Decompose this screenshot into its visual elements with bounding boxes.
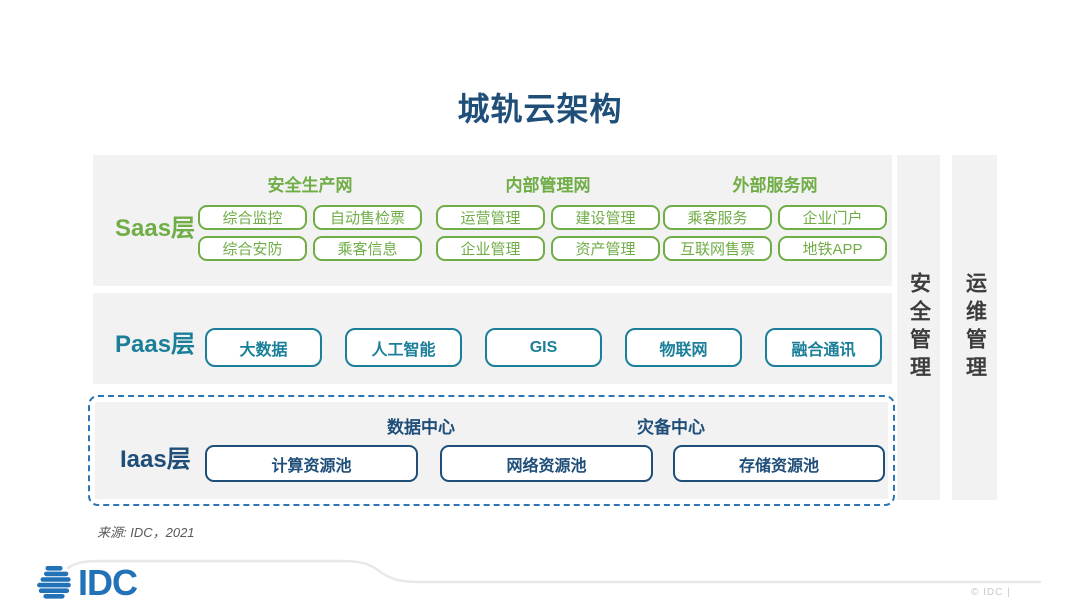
iaas-dashed-border: Iaas层 数据中心 灾备中心 计算资源池 网络资源池 存储资源池 bbox=[88, 395, 895, 506]
saas-node: 建设管理 bbox=[551, 205, 660, 230]
idc-logo: IDC bbox=[36, 562, 138, 603]
saas-node: 乘客服务 bbox=[663, 205, 772, 230]
saas-group-title: 安全生产网 bbox=[267, 176, 353, 195]
saas-node: 运营管理 bbox=[436, 205, 545, 230]
paas-layer-label: Paas层 bbox=[115, 331, 196, 358]
saas-node: 乘客信息 bbox=[313, 236, 422, 261]
saas-group-grid: 运营管理 建设管理 企业管理 资产管理 bbox=[436, 205, 660, 261]
sidebar-security-management-label: 安全管理 bbox=[907, 271, 931, 384]
iaas-disaster-recovery-center-label: 灾备中心 bbox=[637, 418, 705, 437]
iaas-node: 存储资源池 bbox=[673, 445, 885, 482]
paas-layer-panel: Paas层 大数据 人工智能 GIS 物联网 融合通讯 bbox=[93, 293, 892, 384]
saas-node: 企业管理 bbox=[436, 236, 545, 261]
iaas-node: 网络资源池 bbox=[440, 445, 653, 482]
saas-node: 互联网售票 bbox=[663, 236, 772, 261]
source-note: 来源: IDC，2021 bbox=[97, 525, 195, 540]
iaas-layer-label: Iaas层 bbox=[120, 446, 191, 473]
saas-group-internal-management-network: 内部管理网 运营管理 建设管理 企业管理 资产管理 bbox=[436, 171, 660, 261]
saas-group-grid: 综合监控 自动售检票 综合安防 乘客信息 bbox=[198, 205, 422, 261]
paas-node: 融合通讯 bbox=[765, 328, 882, 367]
saas-layer-label: Saas层 bbox=[115, 215, 196, 242]
sidebar-security-management: 安全管理 bbox=[897, 155, 940, 500]
paas-node: GIS bbox=[485, 328, 602, 367]
paas-node: 大数据 bbox=[205, 328, 322, 367]
saas-group-title: 内部管理网 bbox=[505, 176, 591, 195]
saas-node: 地铁APP bbox=[778, 236, 887, 261]
footer-swoosh-line bbox=[66, 559, 1042, 584]
sidebar-operations-management-label: 运维管理 bbox=[963, 271, 987, 384]
paas-node: 人工智能 bbox=[345, 328, 462, 367]
saas-group-external-service-network: 外部服务网 乘客服务 企业门户 互联网售票 地铁APP bbox=[663, 171, 887, 261]
saas-group-grid: 乘客服务 企业门户 互联网售票 地铁APP bbox=[663, 205, 887, 261]
iaas-node: 计算资源池 bbox=[205, 445, 418, 482]
copyright: © IDC | bbox=[971, 587, 1011, 598]
saas-node: 自动售检票 bbox=[313, 205, 422, 230]
idc-globe-icon bbox=[37, 566, 71, 599]
saas-node: 综合安防 bbox=[198, 236, 307, 261]
sidebar-operations-management: 运维管理 bbox=[952, 155, 997, 500]
page-title: 城轨云架构 bbox=[457, 91, 623, 127]
saas-node: 综合监控 bbox=[198, 205, 307, 230]
paas-node-row: 大数据 人工智能 GIS 物联网 融合通讯 bbox=[205, 328, 882, 367]
idc-logo-text: IDC bbox=[78, 562, 138, 603]
iaas-data-center-label: 数据中心 bbox=[387, 418, 455, 437]
saas-layer-panel: Saas层 安全生产网 综合监控 自动售检票 综合安防 乘客信息 内部管理网 运… bbox=[93, 155, 892, 286]
saas-group-safety-production-network: 安全生产网 综合监控 自动售检票 综合安防 乘客信息 bbox=[198, 171, 422, 261]
saas-node: 企业门户 bbox=[778, 205, 887, 230]
saas-node: 资产管理 bbox=[551, 236, 660, 261]
paas-node: 物联网 bbox=[625, 328, 742, 367]
saas-group-title: 外部服务网 bbox=[732, 176, 818, 195]
